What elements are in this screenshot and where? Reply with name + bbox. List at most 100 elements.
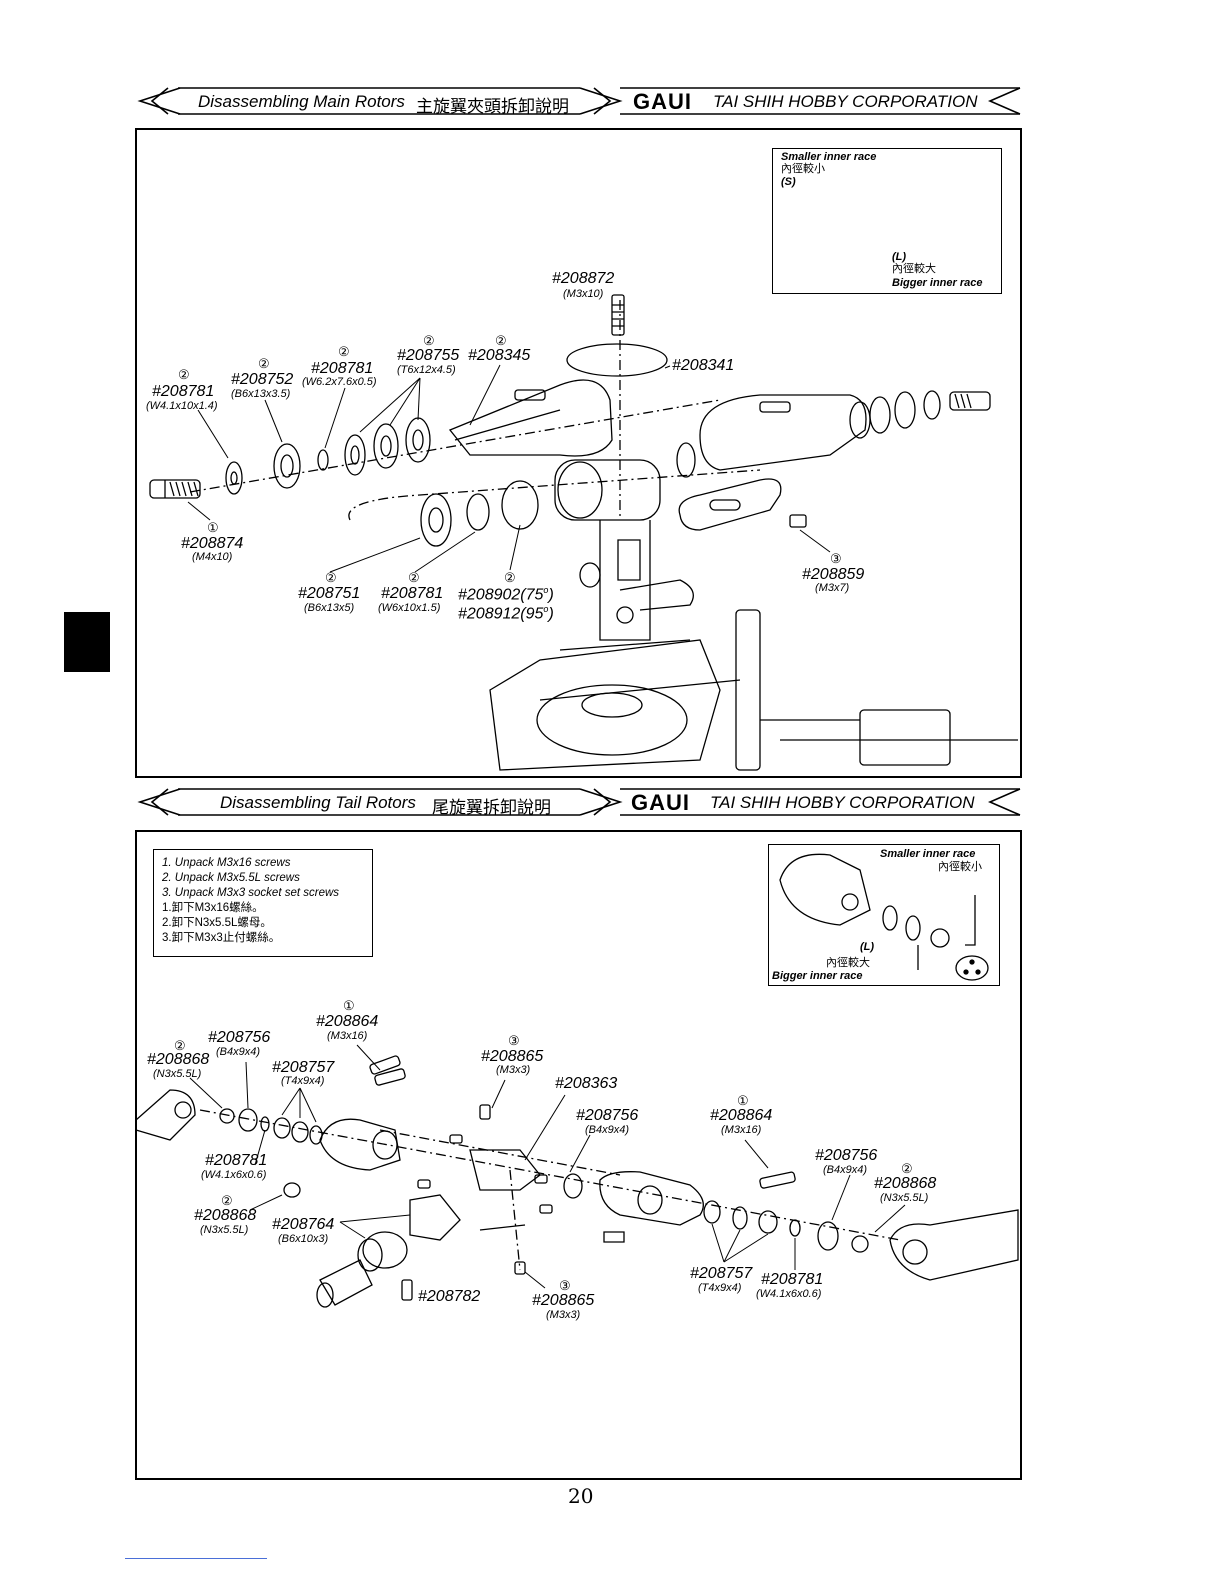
main-rotor-sketch [149, 294, 1018, 771]
part-size: (W6.2x7.6x0.5) [302, 376, 377, 388]
part-number: #208751 [298, 585, 361, 602]
company-name: TAI SHIH HOBBY CORPORATION [713, 92, 978, 111]
inset-label: (S) [781, 176, 796, 188]
step-item: 1.卸下M3x16螺絲。 [162, 902, 264, 914]
inset-label: 內徑較大 [892, 263, 936, 275]
part-size: (N3x5.5L) [153, 1068, 202, 1080]
part-number-angle: #208902(75o) [458, 585, 554, 604]
part-number: #208781 [205, 1152, 268, 1169]
step-item: 3. Unpack M3x3 socket set screws [162, 887, 340, 899]
section-title: Disassembling Main Rotors [198, 92, 405, 111]
part-size: (M3x3) [496, 1064, 531, 1076]
step-marker: ② [423, 333, 435, 348]
part-number: #208757 [690, 1265, 753, 1282]
step-marker: ② [258, 356, 270, 371]
step-marker: ② [221, 1193, 233, 1208]
brand-logo: GAUI [633, 89, 692, 114]
part-number: #208864 [710, 1107, 773, 1124]
part-number: #208865 [532, 1292, 595, 1309]
inset-label: 內徑較大 [826, 957, 870, 969]
part-size: (B6x13x3.5) [231, 388, 291, 400]
section-title-cjk: 主旋翼夾頭拆卸說明 [416, 97, 569, 116]
part-number: #208874 [181, 535, 244, 552]
part-number-angle: #208912(95o) [458, 604, 554, 623]
part-number: #208363 [555, 1075, 618, 1092]
part-size: (B4x9x4) [823, 1164, 868, 1176]
part-number: #208345 [468, 347, 531, 364]
part-size: (B4x9x4) [585, 1124, 630, 1136]
part-size: (B4x9x4) [216, 1046, 261, 1058]
inset-label: Bigger inner race [772, 970, 863, 982]
part-size: (B6x13x5) [304, 602, 355, 614]
tail-rotor-panel [135, 830, 1022, 1480]
part-number: #208859 [802, 566, 865, 583]
part-number: #208757 [272, 1059, 335, 1076]
inset-label: 內徑較小 [938, 861, 982, 873]
step-marker: ③ [508, 1033, 520, 1048]
part-number: #208872 [552, 270, 615, 287]
part-size: (T4x9x4) [698, 1282, 742, 1294]
part-size: (M3x7) [815, 582, 850, 594]
part-size: (M3x16) [327, 1030, 368, 1042]
company-name: TAI SHIH HOBBY CORPORATION [710, 793, 975, 812]
chapter-tab [64, 612, 110, 672]
footnote-rule [125, 1558, 267, 1559]
part-size: (T6x12x4.5) [397, 364, 456, 376]
part-number: #208755 [397, 347, 460, 364]
steps-box: 1. Unpack M3x16 screws 2. Unpack M3x5.5L… [153, 849, 373, 957]
bearing-inset [772, 148, 1002, 294]
part-size: (T4x9x4) [281, 1075, 325, 1087]
section-title-cjk: 尾旋翼拆卸說明 [432, 798, 551, 817]
part-number: #208341 [672, 357, 735, 374]
part-size: (W4.1x6x0.6) [201, 1169, 267, 1181]
step-marker: ① [737, 1093, 749, 1108]
part-number: #208865 [481, 1048, 544, 1065]
step-marker: ② [338, 344, 350, 359]
part-number: #208781 [311, 360, 374, 377]
part-size: (B6x10x3) [278, 1233, 329, 1245]
header-chevron-left [137, 87, 181, 115]
part-number: #208868 [147, 1051, 210, 1068]
bearing-inset [768, 844, 1000, 986]
part-number: #208782 [418, 1288, 481, 1305]
inset-label: (L) [892, 251, 907, 263]
step-marker: ③ [559, 1278, 571, 1293]
part-number: #208781 [152, 383, 215, 400]
step-item: 2. Unpack M3x5.5L screws [162, 872, 300, 884]
part-size: (M3x10) [563, 288, 604, 300]
part-number: #208756 [208, 1029, 271, 1046]
step-marker: ② [901, 1161, 913, 1176]
main-rotor-panel [135, 128, 1022, 778]
part-size: (W4.1x6x0.6) [756, 1288, 822, 1300]
page-number: 20 [568, 1484, 594, 1508]
inset-label: Bigger inner race [892, 277, 983, 289]
inset-label: 內徑較小 [781, 163, 825, 175]
step-marker: ② [408, 570, 420, 585]
step-item: 1. Unpack M3x16 screws [162, 857, 291, 869]
part-size: (W4.1x10x1.4) [146, 400, 218, 412]
step-marker: ② [504, 570, 516, 585]
part-number: #208868 [874, 1175, 937, 1192]
step-marker: ② [325, 570, 337, 585]
step-item: 3.卸下M3x3止付螺絲。 [162, 932, 281, 944]
part-number: #208756 [576, 1107, 639, 1124]
part-number: #208868 [194, 1207, 257, 1224]
part-number: #208781 [761, 1271, 824, 1288]
part-size: (N3x5.5L) [880, 1192, 929, 1204]
part-size: (M3x16) [721, 1124, 762, 1136]
brand-logo: GAUI [631, 790, 690, 815]
part-number: #208752 [231, 371, 294, 388]
step-marker: ③ [830, 551, 842, 566]
inset-label: Smaller inner race [781, 151, 877, 163]
part-size: (W6x10x1.5) [378, 602, 441, 614]
part-number: #208764 [272, 1216, 335, 1233]
part-size: (M4x10) [192, 551, 233, 563]
step-marker: ① [207, 520, 219, 535]
part-number: #208781 [381, 585, 444, 602]
part-size: (M3x3) [546, 1309, 581, 1321]
inset-label: Smaller inner race [880, 848, 976, 860]
step-marker: ② [178, 367, 190, 382]
part-number: #208756 [815, 1147, 878, 1164]
step-item: 2.卸下N3x5.5L螺母。 [162, 917, 272, 929]
step-marker: ② [495, 333, 507, 348]
